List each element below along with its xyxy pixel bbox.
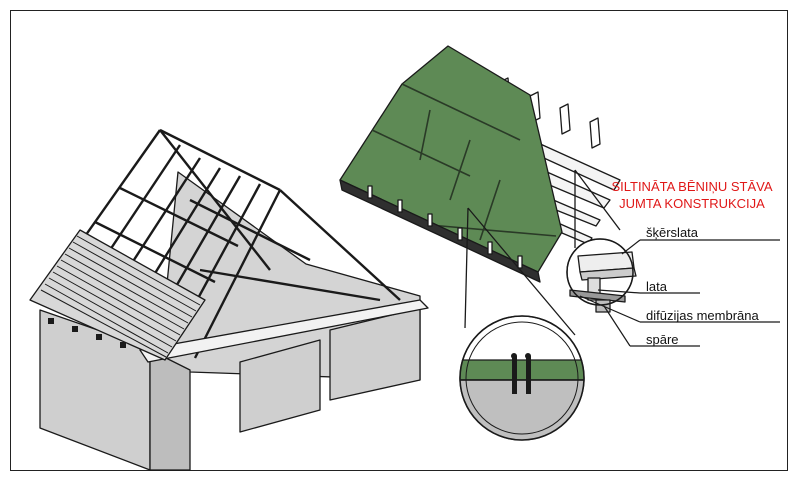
label-leaders [579, 239, 780, 347]
rafter-tails [367, 185, 523, 269]
screw-1 [512, 356, 517, 394]
title-line-2: JUMTA KONSTRUKCIJA [619, 196, 765, 211]
house-illustration [29, 128, 429, 471]
label-batten: lata [646, 279, 667, 294]
roof-sheeting [29, 229, 206, 361]
detail-magnifier [566, 169, 637, 313]
joist-ends [48, 318, 126, 348]
label-rafter: spāre [646, 332, 679, 347]
partition-wall-2 [239, 339, 321, 433]
magnifier-leaders [464, 207, 576, 336]
partition-wall-1 [149, 349, 191, 471]
label-counter-batten: šķērslata [646, 225, 699, 240]
label-membrane: difūzijas membrāna [646, 308, 759, 323]
panel-edge [339, 179, 541, 283]
magnifier-detail [459, 315, 585, 441]
diagram-title: SILTINĀTA BĒNIŅU STĀVA JUMTA KONSTRUKCIJ… [608, 178, 776, 212]
panel-joints [371, 83, 557, 241]
screw-2 [526, 356, 531, 394]
roof-section-illustration [339, 45, 780, 441]
top-plate [139, 299, 429, 363]
roof-sheeting-lines [40, 235, 201, 358]
title-line-1: SILTINĀTA BĒNIŅU STĀVA [611, 179, 773, 194]
membrane-detail [569, 289, 626, 303]
